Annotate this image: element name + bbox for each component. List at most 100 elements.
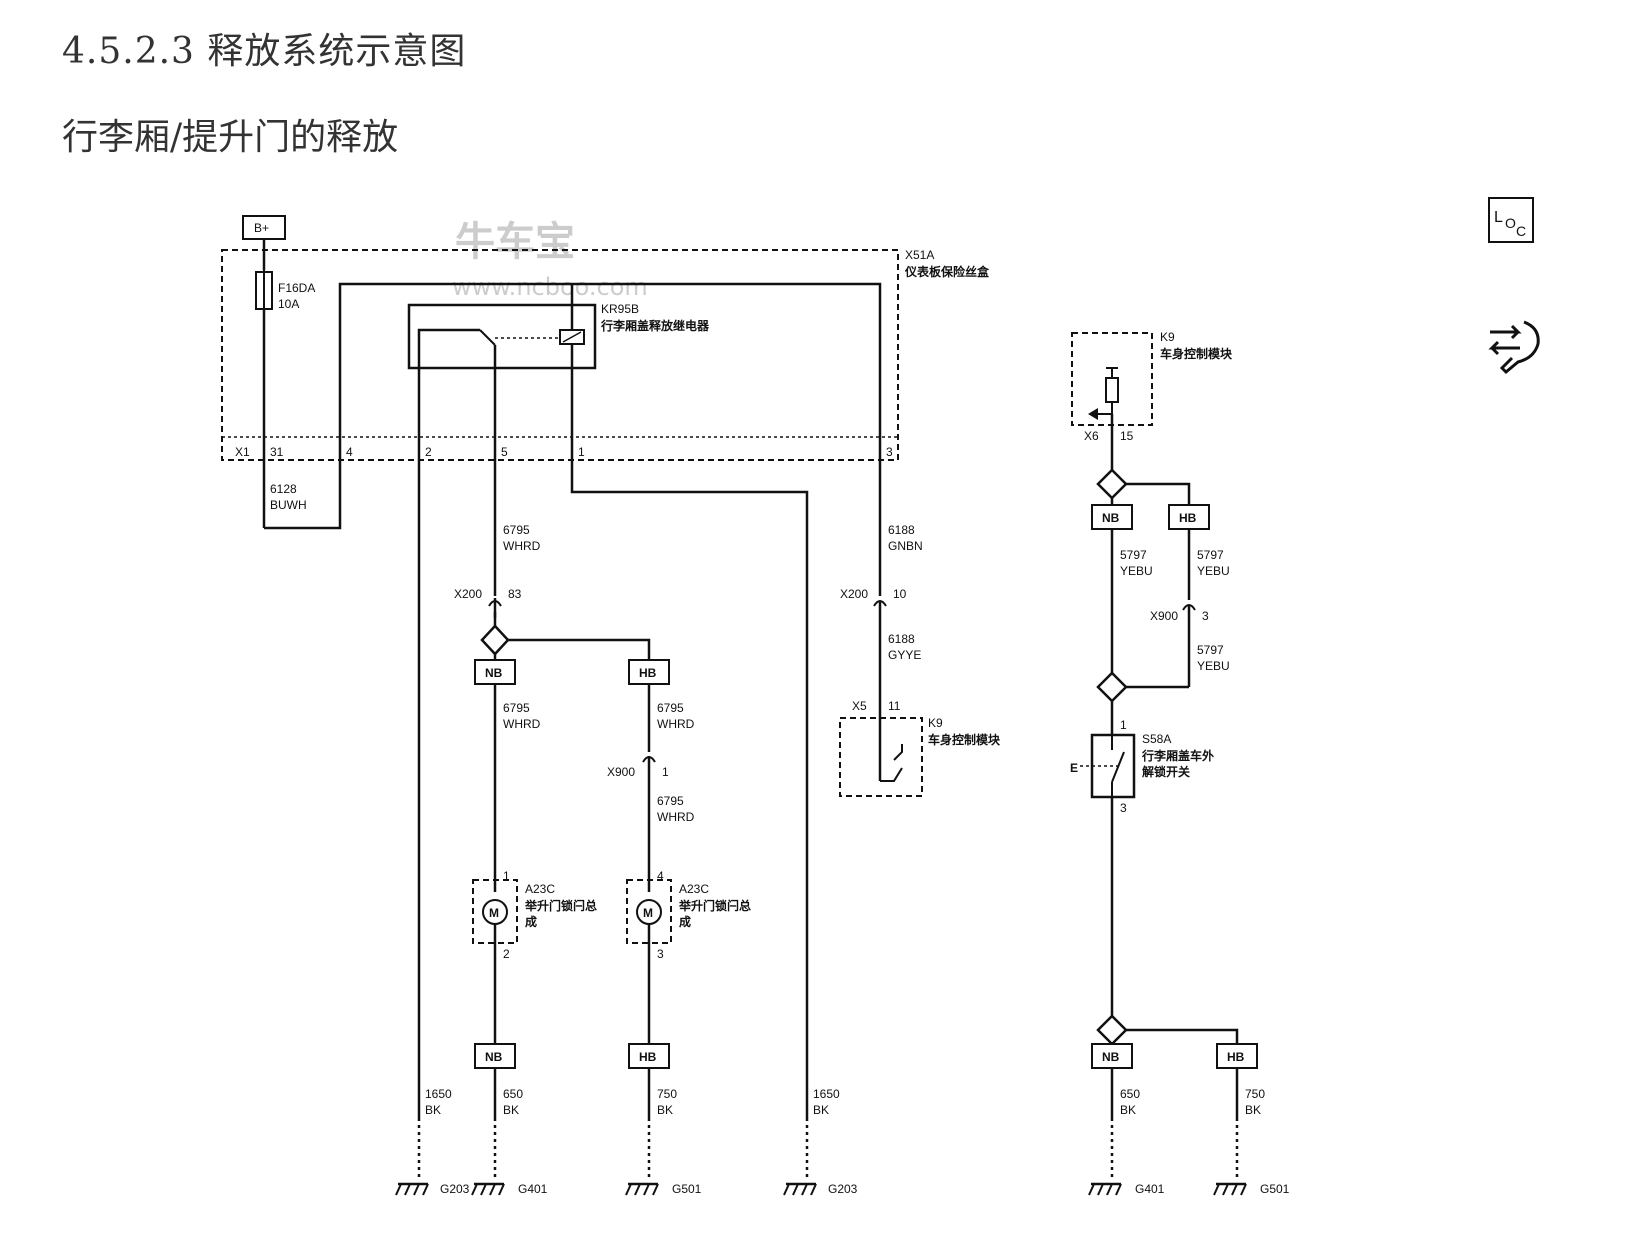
wire-6188b-num: 6188 (888, 632, 915, 646)
watermark-brand: 牛车宝 (455, 219, 575, 265)
motor-right-pin-bot: 3 (657, 947, 664, 961)
wire-5797-nb-color: YEBU (1120, 564, 1153, 578)
splice-hb-upper-right: HB (1179, 511, 1197, 525)
splice-hb-lower-left: HB (639, 1050, 657, 1064)
wire-650-right-color: BK (1120, 1103, 1136, 1117)
wire-1650-right-num: 1650 (813, 1087, 840, 1101)
relay-name: 行李厢盖释放继电器 (600, 318, 710, 333)
ground-g401-a: G401 (518, 1182, 548, 1196)
wire-650-left-color: BK (503, 1103, 519, 1117)
pin-31: 31 (270, 445, 284, 459)
motor-right-name1: 举升门锁闩总 (678, 898, 751, 913)
wire-5797-hb2-color: YEBU (1197, 659, 1230, 673)
pin-3: 3 (886, 445, 893, 459)
wire-6188a-color: GNBN (888, 539, 923, 553)
module-k9-right-id: K9 (1160, 330, 1175, 344)
ground-g501-a: G501 (672, 1182, 702, 1196)
wire-5797-hb-color: YEBU (1197, 564, 1230, 578)
wire-6795-num: 6795 (503, 523, 530, 537)
wire-750-left-color: BK (657, 1103, 673, 1117)
wire-750-right-num: 750 (1245, 1087, 1265, 1101)
ground-g203-b: G203 (828, 1182, 858, 1196)
svg-text:C: C (1516, 223, 1526, 239)
service-icon[interactable] (1488, 320, 1540, 375)
relay-kr95b (407, 303, 597, 370)
splice-nb-upper-right: NB (1102, 511, 1120, 525)
splice-nb-lower-left: NB (485, 1050, 503, 1064)
ground-g501-b: G501 (1260, 1182, 1290, 1196)
connector-x6-pin: 15 (1120, 429, 1134, 443)
wire-6128-num: 6128 (270, 482, 297, 496)
wire-5797-nb-num: 5797 (1120, 548, 1147, 562)
ground-g401-b: G401 (1135, 1182, 1165, 1196)
module-k9-right (1071, 332, 1153, 426)
pin-4: 4 (346, 445, 353, 459)
relay-id: KR95B (601, 302, 639, 316)
motor-left-name1: 举升门锁闩总 (524, 898, 597, 913)
switch-id: S58A (1142, 732, 1171, 746)
watermark-url: www.ncboo.com (452, 273, 648, 301)
switch-pin-top: 1 (1120, 718, 1127, 732)
connector-x900-a: X900 (607, 765, 635, 779)
svg-text:M: M (489, 906, 499, 920)
connector-x5: X5 (852, 699, 867, 713)
ground-g203-a: G203 (440, 1182, 470, 1196)
wire-650-right-num: 650 (1120, 1087, 1140, 1101)
wire-1650-left-color: BK (425, 1103, 441, 1117)
fuse-block-outline (221, 249, 899, 461)
wire-750-right-color: BK (1245, 1103, 1261, 1117)
splice-diamond-right-mid (1096, 671, 1128, 703)
svg-text:M: M (643, 906, 653, 920)
splice-diamond-left (480, 624, 510, 656)
motor-left-id: A23C (525, 882, 555, 896)
wire-6795-hb-color: WHRD (657, 717, 695, 731)
connector-x1: X1 (235, 445, 250, 459)
connector-x200-a: X200 (454, 587, 482, 601)
wire-1650-left-num: 1650 (425, 1087, 452, 1101)
wire-6795-color: WHRD (503, 539, 541, 553)
loc-icon[interactable]: L O C (1488, 197, 1534, 243)
wire-650-left-num: 650 (503, 1087, 523, 1101)
switch-name2: 解锁开关 (1142, 764, 1190, 779)
motor-right-pin-top: 4 (657, 869, 664, 883)
splice-hb-upper-left: HB (639, 666, 657, 680)
fuse-rating: 10A (278, 297, 299, 311)
fuse-block-id: X51A (905, 248, 934, 262)
motor-left-name2: 成 (525, 914, 537, 929)
wire-5797-hb-num: 5797 (1197, 548, 1224, 562)
connector-x900-pin3: 3 (1202, 609, 1209, 623)
wire-6795-nb-color: WHRD (503, 717, 541, 731)
switch-e-label: E (1070, 761, 1078, 775)
module-k9-left (839, 717, 923, 797)
wire-6188b-color: GYYE (888, 648, 921, 662)
switch-name1: 行李厢盖车外 (1141, 748, 1214, 763)
connector-x5-pin: 11 (888, 699, 901, 713)
wire-1650-right-color: BK (813, 1103, 829, 1117)
wire-750-left-num: 750 (657, 1087, 677, 1101)
pin-5: 5 (501, 445, 508, 459)
splice-hb-lower-right: HB (1227, 1050, 1245, 1064)
splice-diamond-right-bottom (1096, 1014, 1128, 1046)
wire-6795-hb-num: 6795 (657, 701, 684, 715)
module-k9-right-name: 车身控制模块 (1160, 346, 1233, 361)
wire-6795-hb2-color: WHRD (657, 810, 695, 824)
motor-right-id: A23C (679, 882, 709, 896)
splice-diamond-right-top (1096, 468, 1128, 500)
wire-6188a-num: 6188 (888, 523, 915, 537)
wire-6128-color: BUWH (270, 498, 307, 512)
wire-6795-nb-num: 6795 (503, 701, 530, 715)
svg-text:O: O (1505, 215, 1516, 231)
connector-x6: X6 (1084, 429, 1099, 443)
splice-nb-upper-left: NB (485, 666, 503, 680)
motor-left-pin-top: 1 (503, 869, 510, 883)
motor-left-pin-bot: 2 (503, 947, 510, 961)
page-title: 4.5.2.3 释放系统示意图 (62, 31, 467, 72)
connector-x200-pin10: 10 (893, 587, 907, 601)
wire-5797-hb2-num: 5797 (1197, 643, 1224, 657)
battery-supply-label: B+ (254, 221, 269, 235)
switch-pin-bot: 3 (1120, 801, 1127, 815)
connector-x900-b: X900 (1150, 609, 1178, 623)
fuse-id: F16DA (278, 281, 315, 295)
splice-nb-lower-right: NB (1102, 1050, 1120, 1064)
